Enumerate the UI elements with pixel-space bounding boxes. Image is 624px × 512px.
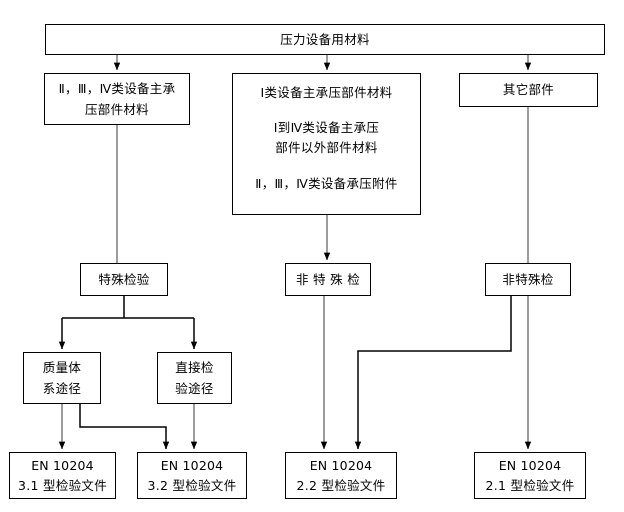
node-quality-system-route[interactable]: 质量体 系途径 (23, 352, 101, 404)
node-non-special-inspection-right[interactable]: 非特殊检 (485, 263, 571, 296)
node-en10204-3-1-document[interactable]: EN 10204 3.1 型检验文件 (9, 452, 116, 499)
node-label-line2: Ⅰ到Ⅳ类设备主承压 (273, 120, 380, 136)
node-en10204-2-2-document[interactable]: EN 10204 2.2 型检验文件 (285, 452, 397, 499)
node-label-line2: 2.1 型检验文件 (485, 478, 575, 493)
node-other-parts[interactable]: 其它部件 (459, 73, 598, 107)
connector-quality-to-3-2 (79, 404, 170, 450)
node-label-line1: 直接检 (175, 360, 214, 376)
node-label: 压力设备用材料 (280, 31, 370, 47)
node-pressure-equipment-material[interactable]: 压力设备用材料 (45, 24, 605, 55)
node-label-line2: 2.2 型检验文件 (296, 478, 386, 493)
node-label-line1: 质量体 (42, 360, 82, 376)
node-label-line1: EN 10204 (160, 457, 224, 473)
node-label-line4: Ⅱ，Ⅲ，Ⅳ类设备承压附件 (255, 176, 398, 192)
node-label-line1: Ⅰ类设备主承压部件材料 (260, 85, 393, 100)
node-label-line2: 压部件材料 (84, 101, 149, 117)
node-label-line1: EN 10204 (31, 457, 94, 473)
node-label: 其它部件 (502, 82, 555, 98)
node-special-inspection[interactable]: 特殊检验 (80, 263, 168, 296)
node-non-special-inspection-middle[interactable]: 非 特 殊 检 (285, 263, 371, 296)
node-en10204-3-2-document[interactable]: EN 10204 3.2 型检验文件 (137, 452, 247, 499)
node-label: 非特殊检 (502, 271, 554, 287)
node-en10204-2-1-document[interactable]: EN 10204 2.1 型检验文件 (474, 452, 586, 499)
node-direct-inspection-route[interactable]: 直接检 验途径 (157, 352, 232, 404)
connector-nonspecial-c-to-2-2 (354, 296, 512, 450)
node-class-1-main-pressure-parts[interactable]: Ⅰ类设备主承压部件材料 Ⅰ到Ⅳ类设备主承压 部件以外部件材料 Ⅱ，Ⅲ，Ⅳ类设备承… (232, 73, 421, 215)
node-label: 特殊检验 (98, 271, 150, 287)
node-label-line2: 系途径 (42, 380, 82, 396)
node-label-line3: 部件以外部件材料 (275, 139, 378, 155)
node-label-line2: 验途径 (175, 380, 214, 396)
node-label-line1: EN 10204 (309, 457, 373, 473)
node-label-line2: 3.2 型检验文件 (147, 478, 237, 493)
node-label: 非 特 殊 检 (295, 271, 361, 287)
node-label-line1: EN 10204 (498, 457, 562, 473)
node-label-line2: 3.1 型检验文件 (17, 478, 108, 493)
node-class-2-3-4-main-pressure-parts[interactable]: Ⅱ，Ⅲ，Ⅳ类设备主承 压部件材料 (44, 73, 190, 125)
node-label-line1: Ⅱ，Ⅲ，Ⅳ类设备主承 (58, 81, 176, 97)
